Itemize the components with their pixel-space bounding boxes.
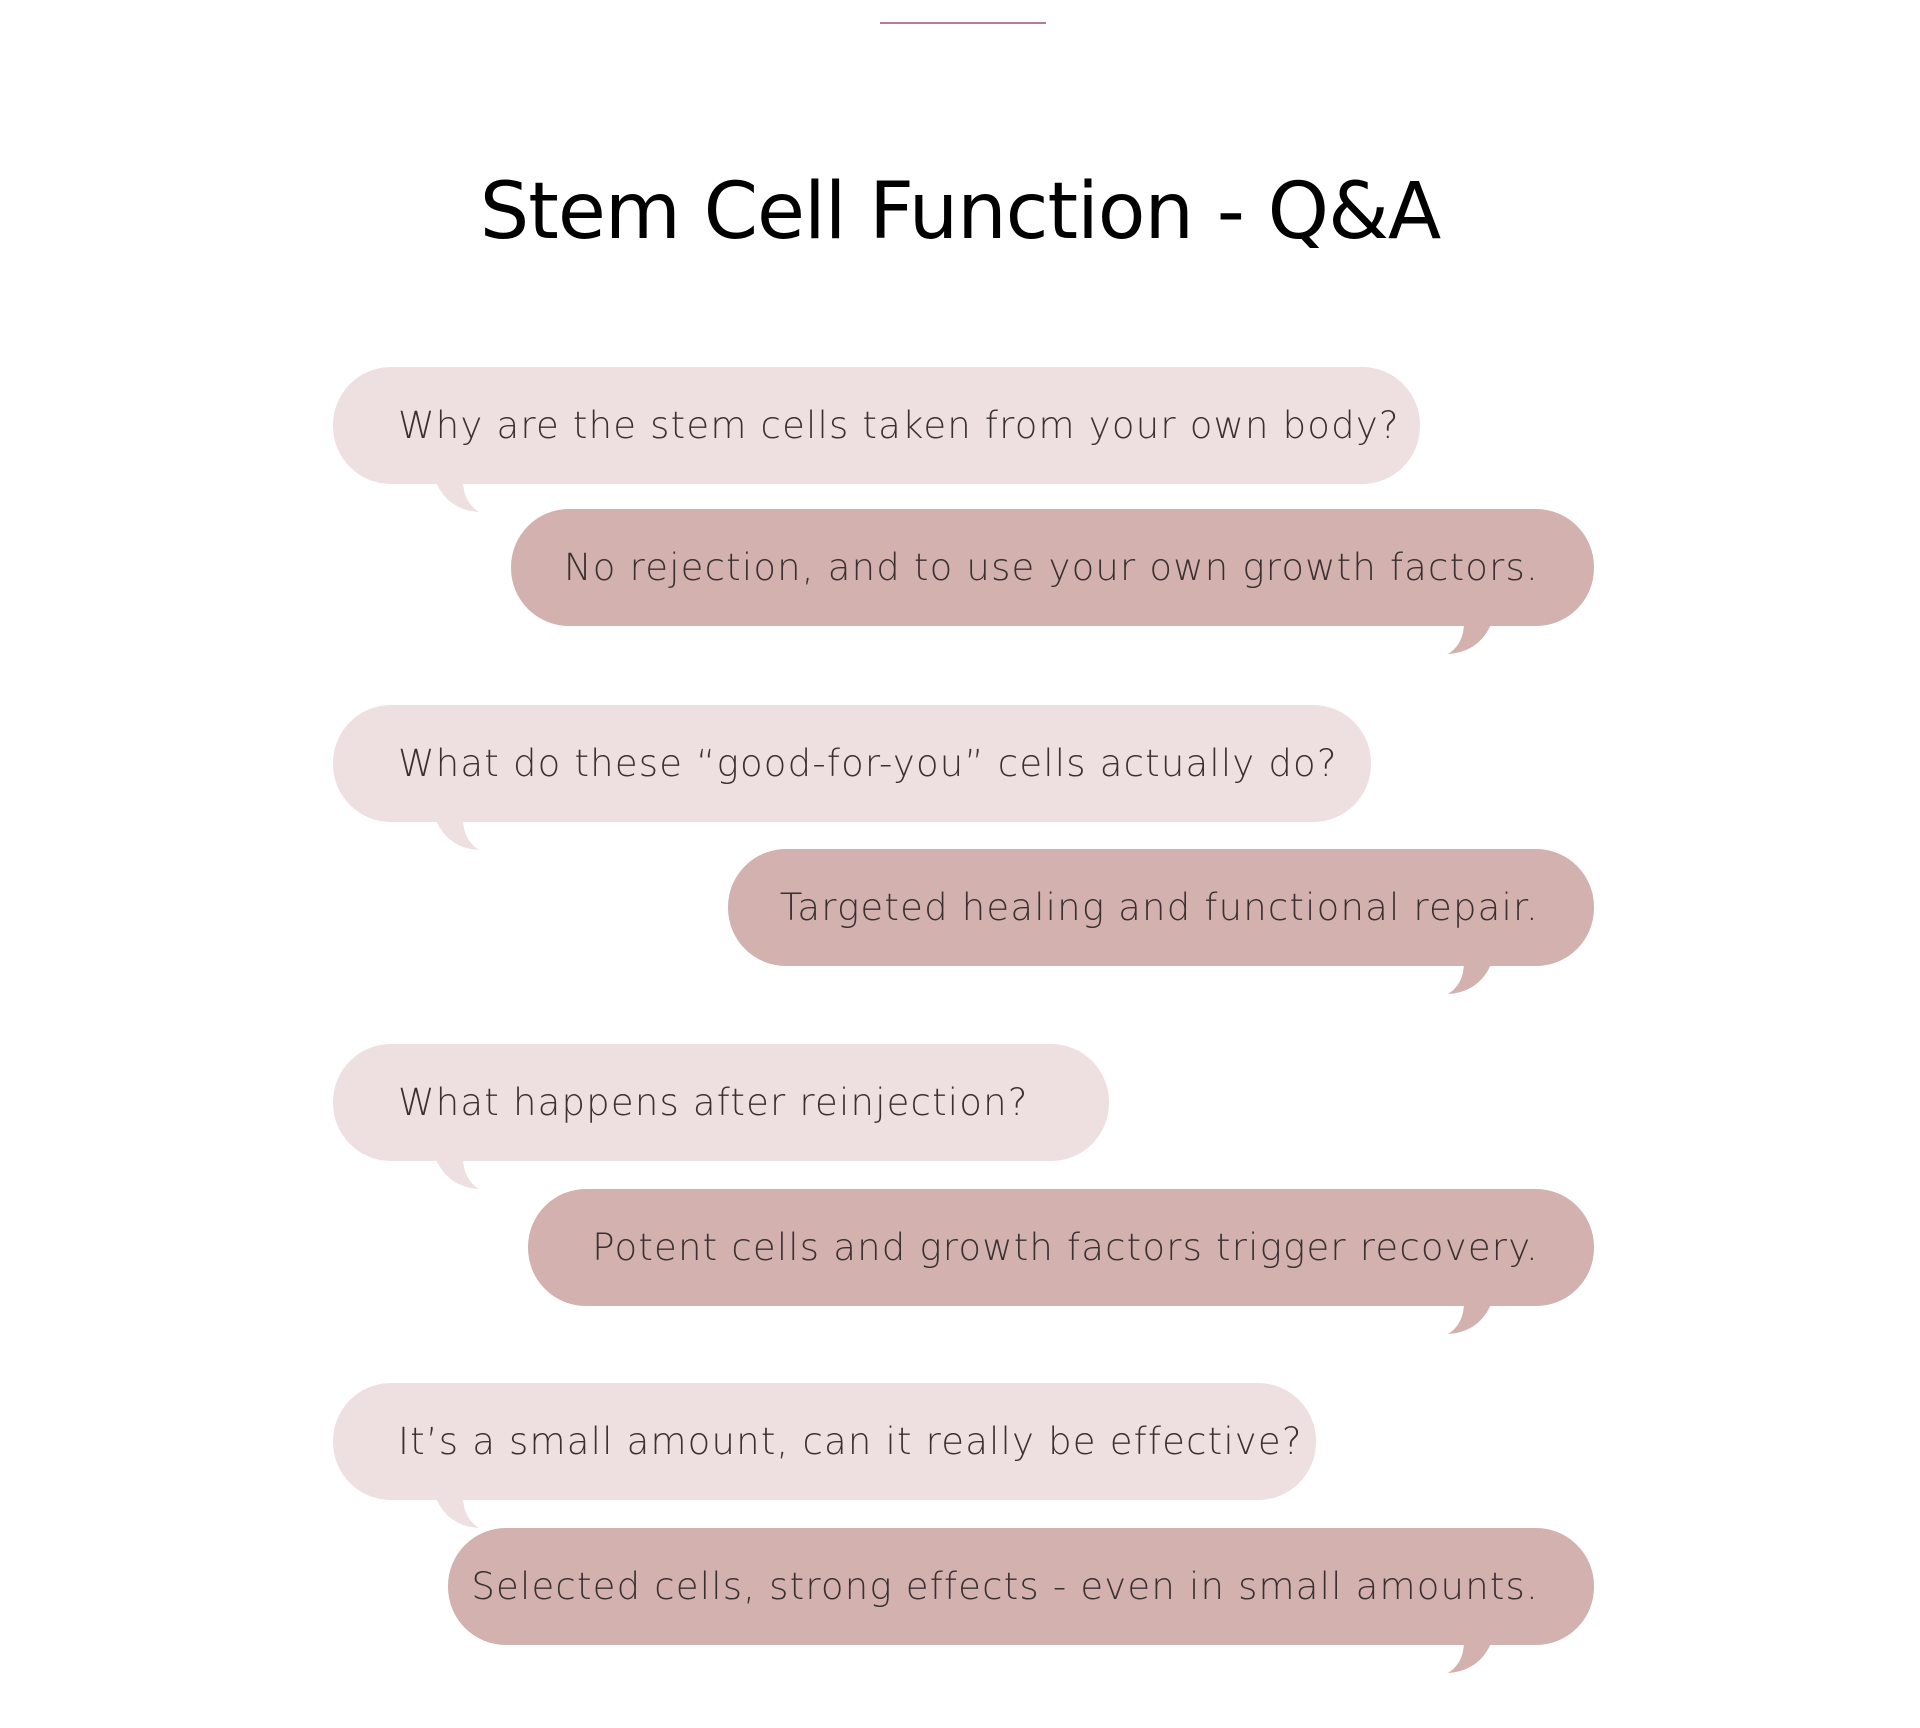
answer-bubble-tail (1448, 622, 1492, 654)
question-text-3: What happens after reinjection? (398, 1081, 1029, 1124)
answer-bubble-tail (1448, 962, 1492, 994)
answer-bubble-tail (1448, 1302, 1492, 1334)
question-bubble-tail (435, 480, 479, 512)
answer-bubble-1: No rejection, and to use your own growth… (511, 509, 1594, 654)
question-text-2: What do these “good-for-you” cells actua… (398, 742, 1338, 785)
answer-text-3: Potent cells and growth factors trigger … (592, 1226, 1539, 1269)
answer-text-1: No rejection, and to use your own growth… (563, 546, 1539, 589)
page-title: Stem Cell Function - Q&A (479, 167, 1442, 257)
question-bubble-1: Why are the stem cells taken from your o… (333, 367, 1420, 512)
answer-bubble-tail (1448, 1641, 1492, 1673)
question-bubble-tail (435, 1157, 479, 1189)
question-bubble-tail (435, 818, 479, 850)
answer-bubble-4: Selected cells, strong effects - even in… (448, 1528, 1594, 1673)
question-bubble-tail (435, 1496, 479, 1528)
question-bubble-3: What happens after reinjection? (333, 1044, 1109, 1189)
answer-text-4: Selected cells, strong effects - even in… (471, 1565, 1539, 1608)
answer-bubble-3: Potent cells and growth factors trigger … (528, 1189, 1594, 1334)
top-divider (880, 22, 1046, 24)
answer-bubble-2: Targeted healing and functional repair. (728, 849, 1594, 994)
question-bubble-2: What do these “good-for-you” cells actua… (333, 705, 1371, 850)
question-bubble-4: It’s a small amount, can it really be ef… (333, 1383, 1316, 1528)
answer-text-2: Targeted healing and functional repair. (779, 886, 1539, 929)
question-text-1: Why are the stem cells taken from your o… (398, 404, 1400, 447)
question-text-4: It’s a small amount, can it really be ef… (398, 1420, 1303, 1463)
